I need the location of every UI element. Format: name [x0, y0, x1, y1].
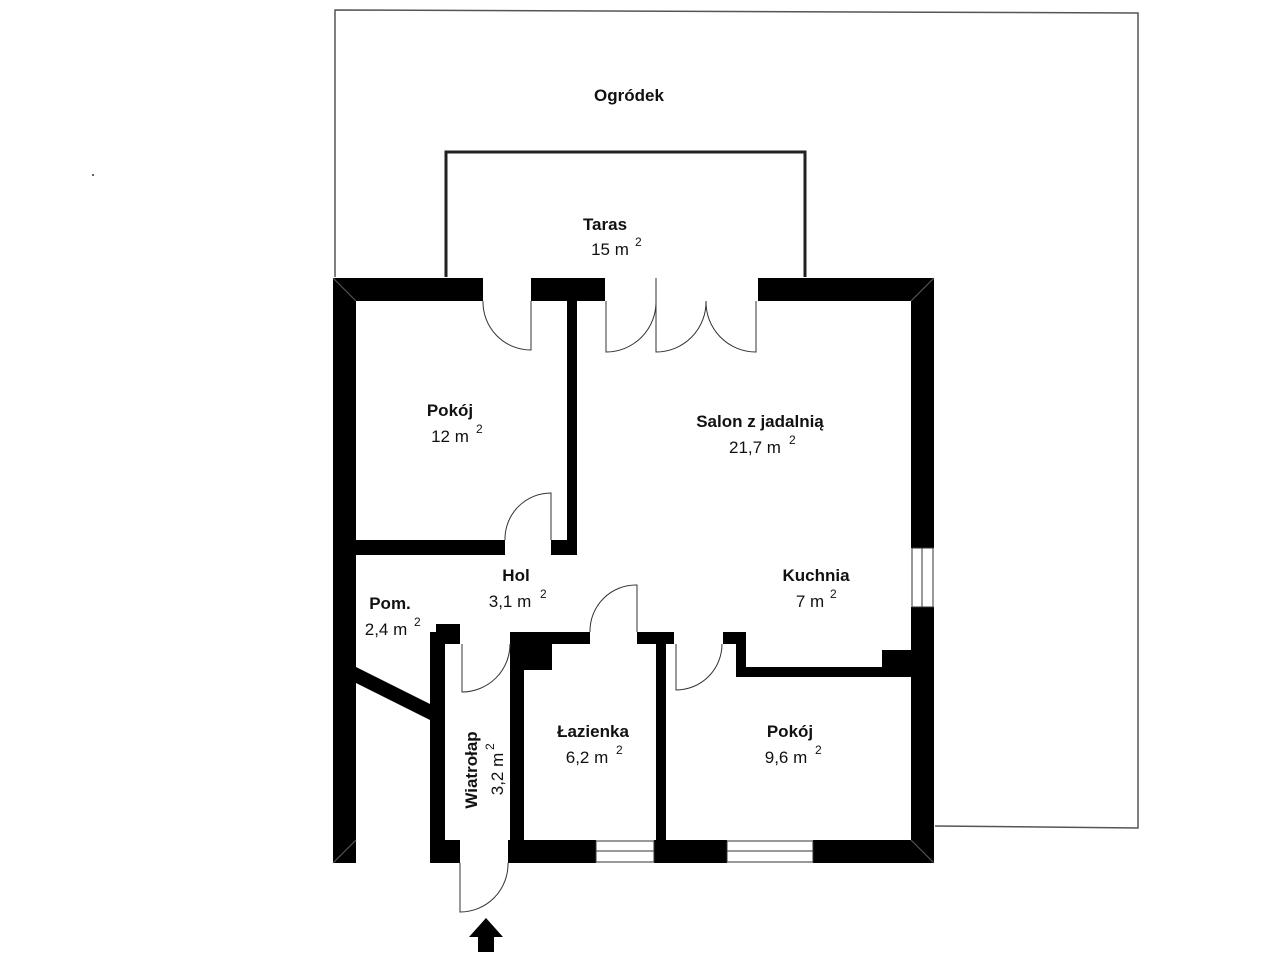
room1-area-exp: 2: [476, 422, 483, 436]
vestibule-area: 3,2 m: [488, 753, 507, 796]
bathroom-area: 6,2 m: [566, 748, 609, 767]
terrace-name: Taras: [583, 215, 627, 234]
bathroom-name: Łazienka: [557, 722, 629, 741]
garden-name: Ogródek: [594, 86, 664, 105]
kitchen-name: Kuchnia: [782, 566, 850, 585]
living-name: Salon z jadalnią: [696, 412, 824, 431]
vestibule-label: Wiatrołap 3,2 m 2: [462, 731, 507, 808]
living-area-exp: 2: [789, 433, 796, 447]
room1-area: 12 m: [431, 427, 469, 446]
vestibule-name: Wiatrołap: [462, 731, 481, 808]
vestibule-area-exp: 2: [483, 743, 497, 750]
room2-area: 9,6 m: [765, 748, 808, 767]
utility-area-exp: 2: [414, 615, 421, 629]
terrace-area: 15 m: [591, 240, 629, 259]
terrace-outline: [444, 150, 807, 277]
hall-area: 3,1 m: [489, 592, 532, 611]
interior-walls: [356, 301, 911, 840]
garden-outline: [334, 9, 1139, 829]
utility-name: Pom.: [369, 594, 411, 613]
hall-area-exp: 2: [540, 587, 547, 601]
kitchen-area: 7 m: [796, 592, 824, 611]
room2-area-exp: 2: [815, 743, 822, 757]
bathroom-area-exp: 2: [616, 743, 623, 757]
dot-mark: [92, 174, 94, 176]
living-area: 21,7 m: [729, 438, 781, 457]
doors: [459, 278, 757, 913]
kitchen-area-exp: 2: [830, 587, 837, 601]
windows: [595, 547, 934, 863]
entrance-arrow-icon[interactable]: [469, 918, 503, 952]
utility-area: 2,4 m: [365, 620, 408, 639]
room2-name: Pokój: [767, 722, 813, 741]
terrace-area-exp: 2: [635, 235, 642, 249]
exterior-walls: [332, 277, 935, 864]
room1-name: Pokój: [427, 401, 473, 420]
hall-name: Hol: [502, 566, 529, 585]
